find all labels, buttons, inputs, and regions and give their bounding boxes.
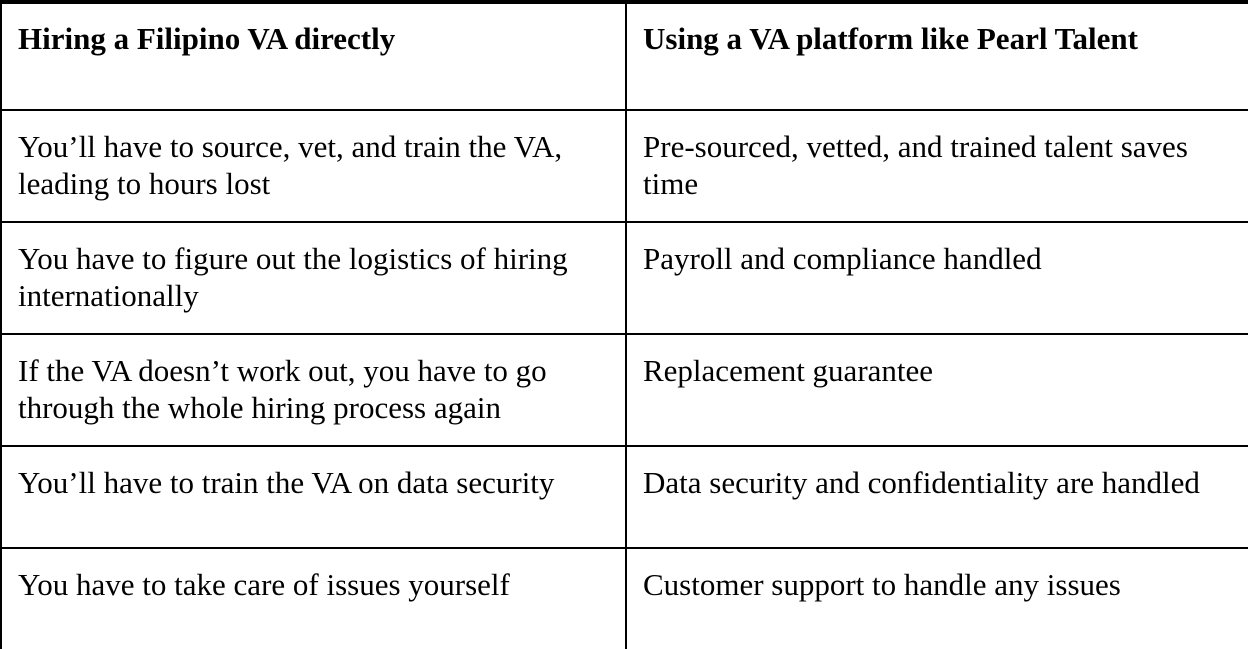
cell-direct-1: You’ll have to source, vet, and train th… — [0, 110, 626, 223]
cell-direct-5: You have to take care of issues yourself — [0, 548, 626, 649]
table-header-row: Hiring a Filipino VA directly Using a VA… — [0, 2, 1248, 111]
table-row: You’ll have to train the VA on data secu… — [0, 446, 1248, 549]
cell-platform-1: Pre-sourced, vetted, and trained talent … — [625, 110, 1248, 223]
table-body: You’ll have to source, vet, and train th… — [0, 110, 1248, 649]
table-row: You have to figure out the logistics of … — [0, 222, 1248, 335]
cell-platform-4: Data security and confidentiality are ha… — [625, 446, 1248, 549]
cell-direct-3: If the VA doesn’t work out, you have to … — [0, 334, 626, 447]
table-row: You’ll have to source, vet, and train th… — [0, 110, 1248, 223]
cell-platform-2: Payroll and compliance handled — [625, 222, 1248, 335]
table-row: If the VA doesn’t work out, you have to … — [0, 334, 1248, 447]
column-header-hiring-directly: Hiring a Filipino VA directly — [0, 2, 626, 111]
cell-direct-4: You’ll have to train the VA on data secu… — [0, 446, 626, 549]
table-row: You have to take care of issues yourself… — [0, 548, 1248, 649]
table-header: Hiring a Filipino VA directly Using a VA… — [0, 2, 1248, 111]
column-header-va-platform: Using a VA platform like Pearl Talent — [625, 2, 1248, 111]
cell-direct-2: You have to figure out the logistics of … — [0, 222, 626, 335]
cell-platform-3: Replacement guarantee — [625, 334, 1248, 447]
cell-platform-5: Customer support to handle any issues — [625, 548, 1248, 649]
